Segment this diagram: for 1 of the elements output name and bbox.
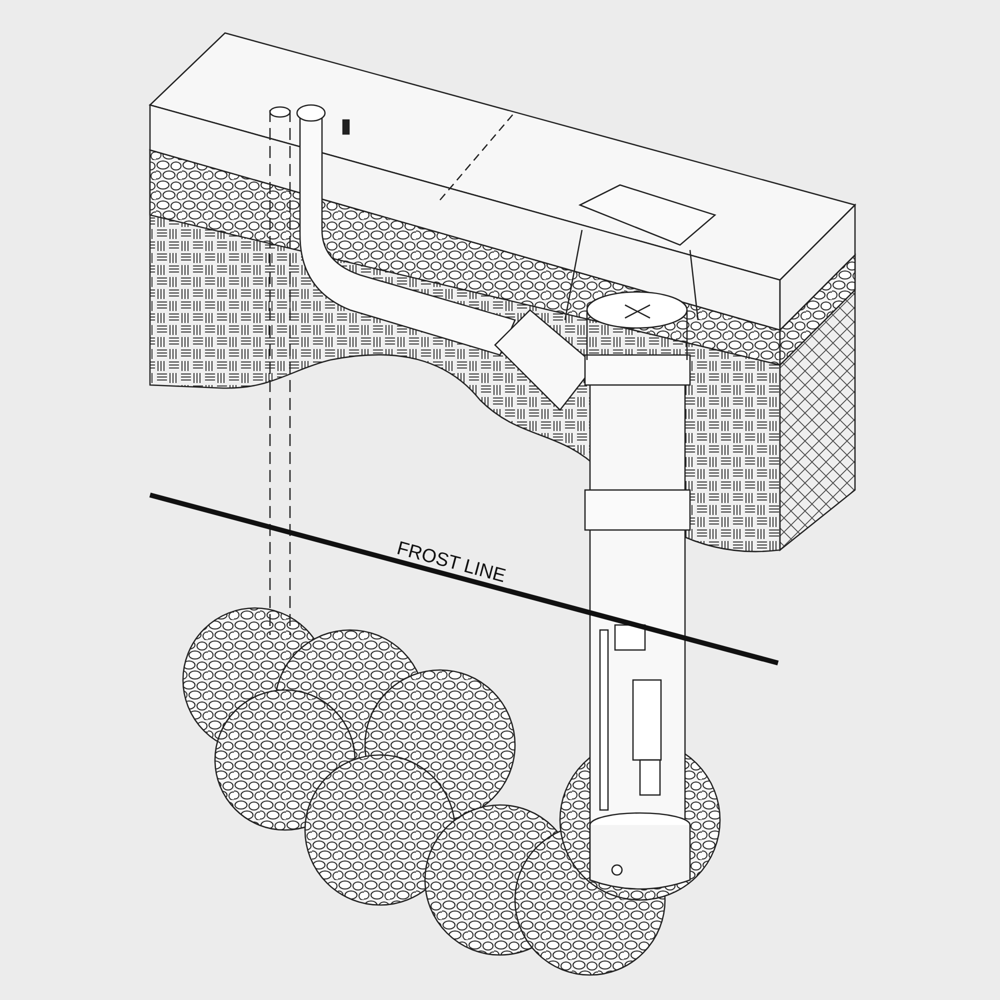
frost-line-label: FROST LINE bbox=[394, 538, 508, 588]
